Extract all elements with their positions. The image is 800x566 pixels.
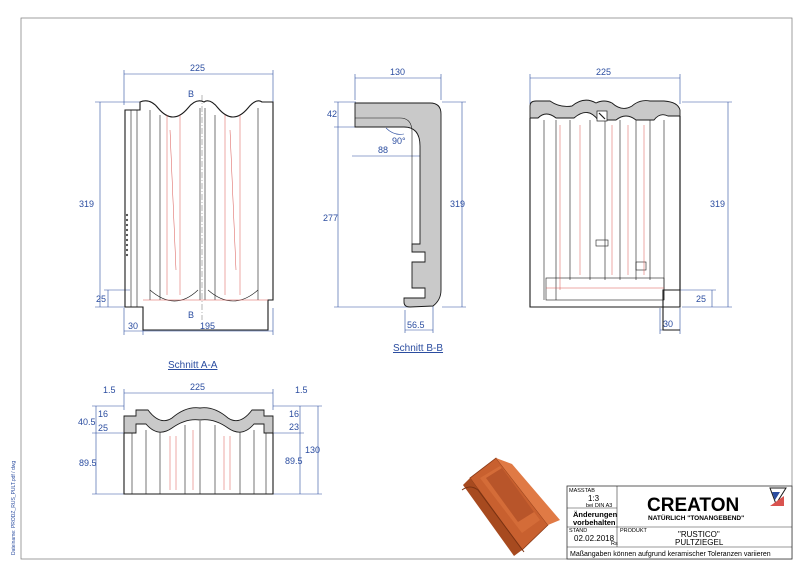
massstab-label: MASSTAB <box>569 488 595 494</box>
brand-subtitle: NATÜRLICH "TONANGEBEND" <box>648 513 744 522</box>
produkt-name: "RUSTICO" <box>678 530 720 539</box>
view-c-rear: 225 319 25 30 <box>529 67 732 334</box>
brand-logo-icon <box>769 487 787 506</box>
view-c-height-label: 319 <box>710 199 725 209</box>
drawing-frame <box>20 17 793 560</box>
section-a-right-130: 130 <box>305 445 320 455</box>
changes-line-1: Änderungen <box>573 510 618 519</box>
view-a-dim-195: 195 <box>200 321 215 331</box>
view-a-section-bottom: B <box>188 310 194 320</box>
section-a-left-1-5: 1.5 <box>103 385 116 395</box>
section-a-left-16: 16 <box>98 409 108 419</box>
produkt-label: PRODUKT <box>620 528 648 534</box>
view-b-dim-56-5: 56.5 <box>407 320 425 330</box>
file-name-text: Dateiname: PRODZ_RUS_PULT.pdf / dwg <box>11 461 17 555</box>
view-b-width-label: 130 <box>390 67 405 77</box>
section-a-right-23: 23 <box>289 422 299 432</box>
view-b-section: 130 42 277 319 90° 88 42 56.5 Schnitt B-… <box>323 67 466 354</box>
massstab-note: bei DIN A3 <box>586 503 612 509</box>
view-a-dim-30: 30 <box>128 321 138 331</box>
view-b-angle: 90° <box>392 136 406 146</box>
view-b-dim-42: 42 <box>327 109 337 119</box>
view-b-dim-277: 277 <box>323 213 338 223</box>
section-a-left-40-5: 40.5 <box>78 417 96 427</box>
section-a-width: 225 <box>190 382 205 392</box>
view-a-height-label: 319 <box>79 199 94 209</box>
changes-line-2: vorbehalten <box>573 518 616 527</box>
stand-initials: Rs <box>611 541 618 547</box>
section-a-right-89-5: 89.5 <box>285 456 303 466</box>
disclaimer: Maßangaben können aufgrund keramischer T… <box>570 551 771 558</box>
view-a-front: 225 319 25 30 195 B <box>79 63 274 335</box>
stand-value: 02.02.2018 <box>574 534 615 543</box>
view-b-dim-319: 319 <box>450 199 465 209</box>
tile-illustration <box>461 457 560 556</box>
section-a-left-89-5: 89.5 <box>79 458 97 468</box>
view-a-width-label: 225 <box>190 63 205 73</box>
produkt-type: PULTZIEGEL <box>675 538 724 547</box>
stand-label: STAND <box>569 528 587 534</box>
view-a-section-top: B <box>188 89 194 99</box>
view-c-width-label: 225 <box>596 67 611 77</box>
section-a-right-1-5: 1.5 <box>295 385 308 395</box>
section-a-left-25: 25 <box>98 423 108 433</box>
view-b-label: Schnitt B-B <box>393 343 443 354</box>
view-c-dim-30: 30 <box>663 319 673 329</box>
brand-name: CREATON <box>647 495 739 516</box>
section-a: Schnitt A-A 225 1.5 1.5 16 16 40.5 25 23… <box>78 360 322 495</box>
title-block: MASSTAB 1:3 bei DIN A3 Änderungen vorbeh… <box>566 485 793 560</box>
view-c-dim-25: 25 <box>696 294 706 304</box>
massstab-value: 1:3 <box>588 494 600 503</box>
section-a-label: Schnitt A-A <box>168 360 218 371</box>
view-a-dim-25: 25 <box>96 294 106 304</box>
section-a-right-16: 16 <box>289 409 299 419</box>
view-b-dim-88: 88 <box>378 145 388 155</box>
